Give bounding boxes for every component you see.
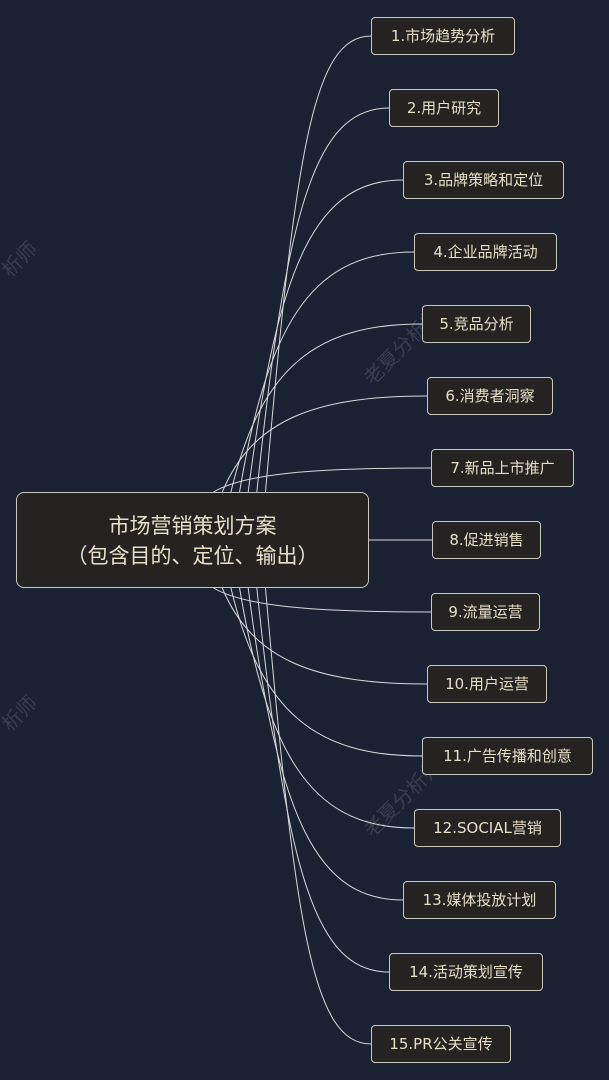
connector-line-1 (264, 35, 372, 493)
topic-node-15[interactable]: 15.PR公关宣传 (371, 1025, 511, 1063)
connector-line-9 (213, 587, 432, 613)
connector-line-6 (221, 395, 428, 493)
connector-line-5 (230, 323, 423, 493)
connector-line-10 (221, 587, 428, 685)
connector-line-11 (230, 587, 423, 757)
topic-node-13[interactable]: 13.媒体投放计划 (403, 881, 556, 919)
topic-node-1[interactable]: 1.市场趋势分析 (371, 17, 515, 55)
topic-node-10[interactable]: 10.用户运营 (427, 665, 547, 703)
root-title-line1: 市场营销策划方案 (108, 514, 277, 538)
topic-node-4[interactable]: 4.企业品牌活动 (414, 233, 557, 271)
topic-node-5[interactable]: 5.竞品分析 (422, 305, 531, 343)
root-topic[interactable]: 市场营销策划方案 （包含目的、定位、输出） (16, 492, 369, 588)
connector-line-12 (239, 587, 415, 829)
connector-lines (213, 35, 432, 1045)
topic-node-9[interactable]: 9.流量运营 (431, 593, 540, 631)
connector-line-15 (264, 587, 372, 1045)
topic-node-14[interactable]: 14.活动策划宣传 (389, 953, 543, 991)
topic-node-8[interactable]: 8.促进销售 (432, 521, 541, 559)
connector-line-3 (247, 179, 404, 493)
topic-node-2[interactable]: 2.用户研究 (389, 89, 499, 127)
topic-node-11[interactable]: 11.广告传播和创意 (422, 737, 593, 775)
topic-node-12[interactable]: 12.SOCIAL营销 (414, 809, 561, 847)
topic-node-3[interactable]: 3.品牌策略和定位 (403, 161, 564, 199)
connector-line-2 (256, 107, 390, 493)
connector-line-14 (256, 587, 390, 973)
root-title-line2: （包含目的、定位、输出） (66, 544, 319, 568)
topic-node-6[interactable]: 6.消费者洞察 (427, 377, 553, 415)
connector-line-13 (247, 587, 404, 901)
connector-line-7 (213, 467, 432, 493)
topic-node-7[interactable]: 7.新品上市推广 (431, 449, 574, 487)
